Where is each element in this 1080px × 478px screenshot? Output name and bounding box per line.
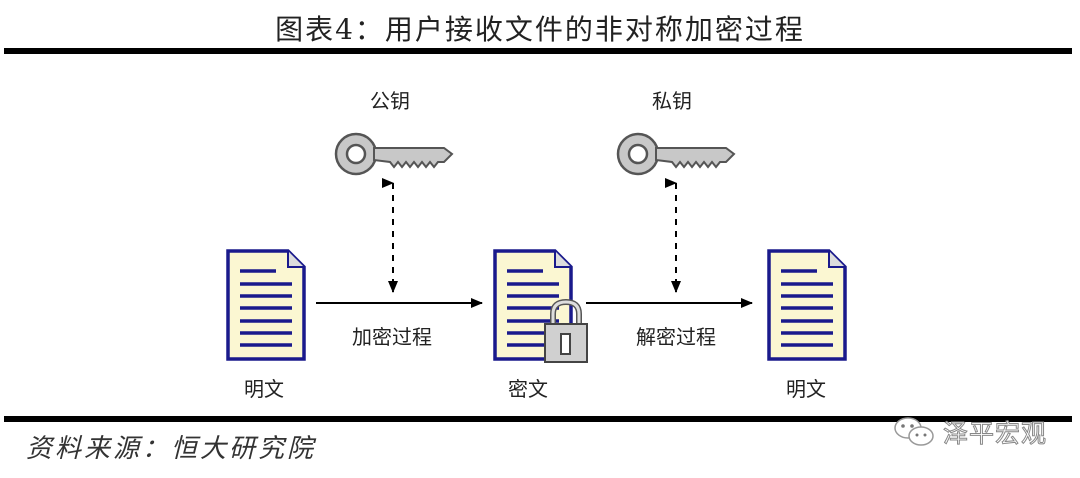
bottom-rule — [4, 416, 1072, 422]
private-key-label: 私钥 — [652, 89, 692, 113]
encryption-process-label: 加密过程 — [352, 325, 432, 349]
encryption-diagram: 公钥 私钥 明文 密文 明文 加密过程 解密过程 — [226, 89, 847, 401]
ciphertext-document: 密文 — [493, 249, 588, 401]
plaintext-label-2: 明文 — [786, 377, 826, 401]
watermark-text: 泽平宏观 — [942, 419, 1048, 449]
decryption-process-label: 解密过程 — [636, 325, 716, 349]
padlock-icon — [544, 298, 588, 363]
public-key-group: 公钥 — [334, 89, 454, 176]
public-key-label: 公钥 — [370, 89, 410, 113]
top-rule — [4, 48, 1072, 54]
plaintext-document-1: 明文 — [226, 249, 306, 401]
public-key-icon — [334, 132, 454, 176]
figure-title: 图表4：用户接收文件的非对称加密过程 — [275, 13, 805, 46]
private-key-group: 私钥 — [616, 89, 736, 176]
source-note: 资料来源：恒大研究院 — [26, 434, 317, 464]
watermark: 泽平宏观 — [893, 414, 1047, 450]
wechat-icon — [894, 417, 934, 446]
document-icon — [767, 249, 847, 361]
plaintext-document-2: 明文 — [767, 249, 847, 401]
private-key-icon — [616, 132, 736, 176]
plaintext-label-1: 明文 — [244, 377, 284, 401]
ciphertext-label: 密文 — [508, 377, 548, 401]
document-icon — [226, 249, 306, 361]
